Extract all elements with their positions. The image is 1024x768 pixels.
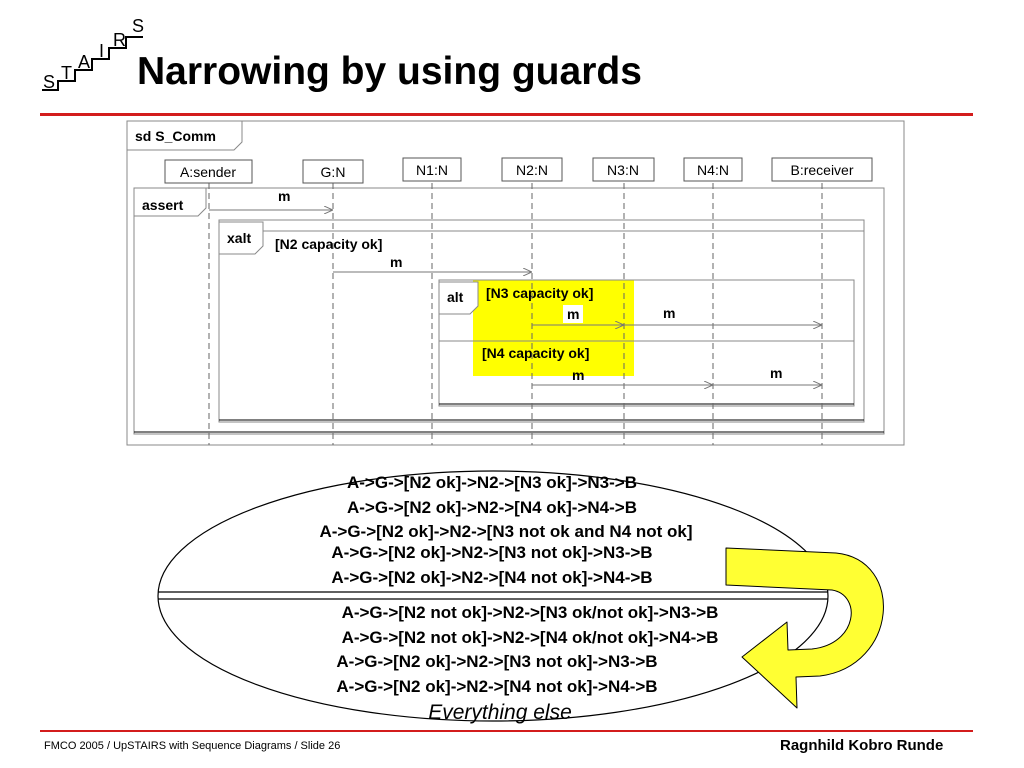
xalt-tab [218,221,264,255]
everything-else-label: Everything else [428,701,572,724]
trace-upper-4: A->G->[N2 ok]->N2->[N3 not ok]->N3->B [331,543,652,562]
stairs-logo: S T A I R S [42,16,144,92]
message-label: m [663,305,675,321]
assert-label: assert [142,197,184,213]
xalt-guard: [N2 capacity ok] [275,236,382,252]
lifeline-head-g [302,159,364,184]
alt-tab [438,281,479,315]
lifeline-label-n3: N3:N [607,162,639,178]
lifeline-label-n1: N1:N [416,162,448,178]
lifeline-head-n2 [501,157,563,182]
message-label: m [572,367,584,383]
guard-highlight [473,280,634,376]
trace-lower-3: A->G->[N2 ok]->N2->[N3 not ok]->N3->B [336,652,657,671]
trace-set-ellipse [157,470,829,722]
sequence-diagram: sd S_Comm assert xalt [N2 capacity ok] a… [126,120,905,724]
lifeline-head-receiver [771,157,873,182]
curved-arrow-icon [725,547,884,709]
message-label: m [770,365,782,381]
lifeline-label-receiver: B:receiver [790,162,853,178]
lifeline-label-n2: N2:N [516,162,548,178]
lifeline-label-n4: N4:N [697,162,729,178]
message-label: m [278,188,290,204]
alt-guard-n3: [N3 capacity ok] [486,285,593,301]
sd-frame-tab [126,120,243,151]
trace-upper-3: A->G->[N2 ok]->N2->[N3 not ok and N4 not… [319,522,692,541]
trace-lower-1: A->G->[N2 not ok]->N2->[N3 ok/not ok]->N… [342,603,719,622]
trace-upper-1: A->G->[N2 ok]->N2->[N3 ok]->N3->B [347,473,637,492]
xalt-label: xalt [227,230,251,246]
alt-guard-n4: [N4 capacity ok] [482,345,589,361]
trace-upper-5: A->G->[N2 ok]->N2->[N4 not ok]->N4->B [331,568,652,587]
logo-letter-2: T [61,63,72,83]
lifeline-head-n1 [402,157,462,182]
alt-frame [438,279,855,407]
lifeline-head-n4 [683,157,743,182]
lifeline-head-n3 [592,157,655,182]
footer-divider [40,730,973,732]
assert-tab [133,187,207,217]
trace-upper-2: A->G->[N2 ok]->N2->[N4 ok]->N4->B [347,498,637,517]
xalt-frame [218,219,865,423]
trace-lower-4: A->G->[N2 ok]->N2->[N4 not ok]->N4->B [336,677,657,696]
message-label: m [567,306,579,322]
logo-letter-6: S [132,16,144,36]
title-divider [40,113,973,116]
trace-lower-2: A->G->[N2 not ok]->N2->[N4 ok/not ok]->N… [342,628,719,647]
assert-frame [133,187,885,435]
lifeline-label-sender: A:sender [180,164,236,180]
sd-frame-label: sd S_Comm [135,128,216,144]
alt-label: alt [447,289,464,305]
logo-letter-3: A [78,52,90,72]
page-title: Narrowing by using guards [137,50,642,93]
logo-letter-5: R [113,30,126,50]
message-label: m [390,254,402,270]
footer-author: Ragnhild Kobro Runde [780,737,944,754]
footer-slide-info: FMCO 2005 / UpSTAIRS with Sequence Diagr… [44,740,341,752]
logo-letter-4: I [99,41,104,61]
lifeline-label-g: G:N [321,164,346,180]
lifeline-head-sender [164,159,253,184]
logo-letter-1: S [43,72,55,92]
